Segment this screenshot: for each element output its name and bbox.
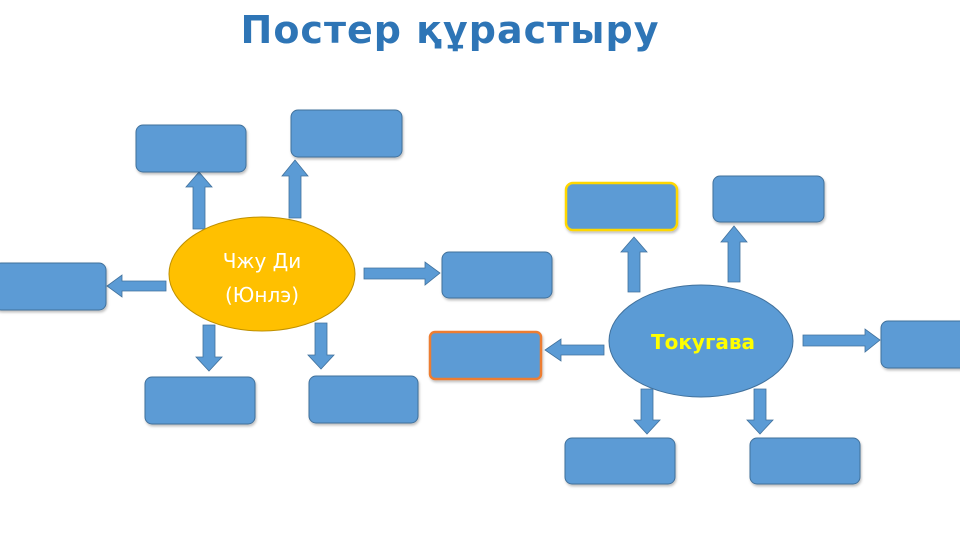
arrow-up-right-1 [620, 236, 648, 293]
concept-box-right-bottom-1[interactable] [564, 437, 676, 485]
concept-box-right-top-2[interactable] [712, 175, 825, 223]
central-topic-tokugawa[interactable] [608, 284, 794, 398]
concept-box-right-top-1-highlighted[interactable] [564, 181, 679, 232]
slide-title: Постер құрастыру [240, 8, 660, 52]
concept-box-left-right[interactable] [441, 251, 553, 299]
concept-box-left-bottom-1[interactable] [144, 376, 256, 425]
arrow-left-left [106, 274, 167, 298]
central-topic-tokugawa-label: Токугава [651, 330, 755, 354]
concept-box-left-side[interactable] [0, 262, 107, 311]
left-cluster: Чжу Ди (Юнлэ) [0, 109, 553, 425]
concept-box-left-bottom-2[interactable] [308, 375, 419, 424]
arrow-right-right [802, 328, 881, 353]
arrow-up-left-1 [185, 171, 213, 230]
central-topic-zhu-di[interactable] [168, 216, 356, 332]
central-topic-zhu-di-line1: Чжу Ди [223, 249, 302, 273]
concept-box-left-top-1[interactable] [135, 124, 247, 173]
arrow-up-right-2 [720, 225, 748, 283]
arrow-down-right-2 [746, 388, 774, 435]
arrow-left-right [544, 338, 605, 362]
concept-box-right-bottom-2[interactable] [749, 437, 861, 485]
arrow-down-right-1 [633, 388, 661, 435]
arrow-down-left-1 [195, 324, 223, 372]
right-cluster: Токугава [428, 175, 960, 485]
arrow-right-left [363, 261, 441, 286]
arrow-up-left-2 [281, 159, 309, 219]
central-topic-zhu-di-line2: (Юнлэ) [225, 283, 299, 307]
concept-box-right-left-highlighted[interactable] [428, 330, 543, 381]
arrow-down-left-2 [307, 322, 335, 370]
concept-box-right-side[interactable] [880, 320, 960, 369]
concept-box-left-top-2[interactable] [290, 109, 403, 158]
